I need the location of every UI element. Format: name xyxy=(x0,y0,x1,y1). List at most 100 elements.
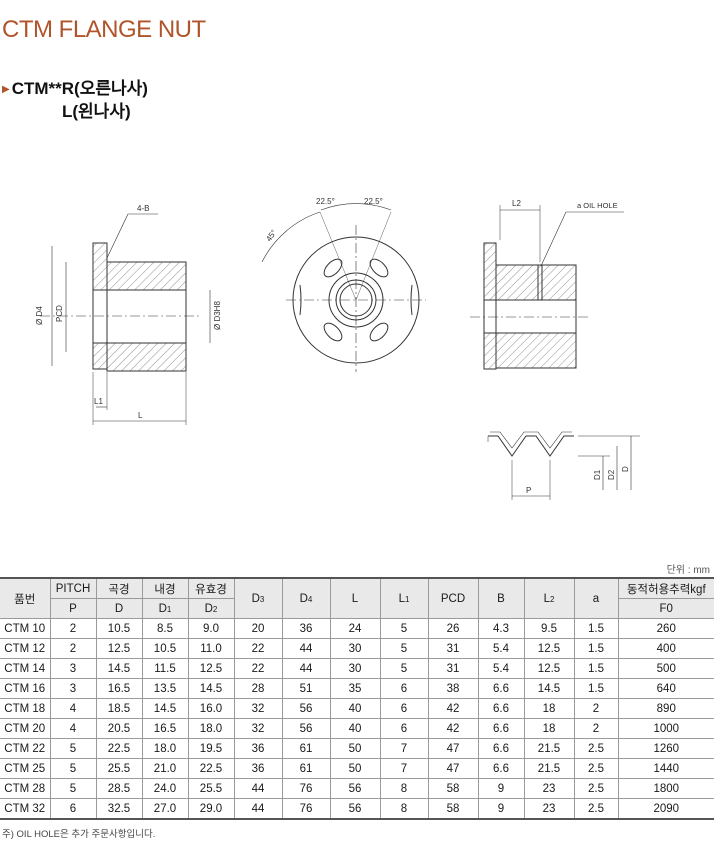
part-number-cell: CTM 20 xyxy=(0,718,51,739)
table-cell: 5 xyxy=(49,778,97,799)
subheader-cell: P xyxy=(50,598,97,619)
table-cell: 5.4 xyxy=(477,658,525,679)
subheader-cell: D2 xyxy=(187,598,235,619)
table-cell: 2.5 xyxy=(573,798,619,820)
table-cell: 22 xyxy=(233,638,283,659)
header-cell: D3 xyxy=(233,577,283,619)
table-cell: 18.0 xyxy=(187,718,235,739)
front-view xyxy=(261,203,426,372)
table-cell: 47 xyxy=(427,738,479,759)
table-cell: 18.0 xyxy=(141,738,189,759)
label-angle-22b: 22.5° xyxy=(364,197,383,206)
table-cell: 1000 xyxy=(617,718,714,739)
header-cell: D4 xyxy=(281,577,331,619)
table-cell: 22 xyxy=(233,658,283,679)
table-cell: 6.6 xyxy=(477,678,525,699)
table-cell: 24.0 xyxy=(141,778,189,799)
header-cell: 유효경 xyxy=(187,577,235,599)
table-cell: 31 xyxy=(427,658,479,679)
table-cell: 18 xyxy=(523,698,575,719)
table-cell: 44 xyxy=(233,778,283,799)
table-cell: 6.6 xyxy=(477,758,525,779)
table-cell: 25.5 xyxy=(95,758,143,779)
table-cell: 5 xyxy=(379,638,429,659)
table-cell: 5 xyxy=(49,758,97,779)
table-cell: 1.5 xyxy=(573,638,619,659)
table-cell: 640 xyxy=(617,678,714,699)
header-cell: PCD xyxy=(427,577,479,619)
unit-label: 단위 : mm xyxy=(666,565,710,576)
table-cell: 20 xyxy=(233,618,283,639)
table-cell: 21.0 xyxy=(141,758,189,779)
table-cell: 21.5 xyxy=(523,758,575,779)
table-cell: 12.5 xyxy=(95,638,143,659)
table-cell: 2 xyxy=(49,618,97,639)
table-cell: 2.5 xyxy=(573,778,619,799)
header-cell: B xyxy=(477,577,525,619)
table-cell: 2090 xyxy=(617,798,714,820)
footnote: 주) OIL HOLE은 추가 주문사항입니다. xyxy=(2,829,156,840)
table-cell: 61 xyxy=(281,758,331,779)
table-cell: 36 xyxy=(281,618,331,639)
table-cell: 20.5 xyxy=(95,718,143,739)
table-cell: 21.5 xyxy=(523,738,575,759)
table-cell: 18 xyxy=(523,718,575,739)
label-oil-hole: a OIL HOLE xyxy=(577,201,618,210)
table-cell: 58 xyxy=(427,798,479,820)
table-cell: 1.5 xyxy=(573,658,619,679)
table-cell: 30 xyxy=(329,638,381,659)
table-cell: 1440 xyxy=(617,758,714,779)
table-cell: 6.6 xyxy=(477,738,525,759)
table-cell: 56 xyxy=(329,778,381,799)
label-d1: D1 xyxy=(593,469,602,480)
header-cell: L2 xyxy=(523,577,575,619)
bullet-triangle-icon: ▶ xyxy=(2,84,10,95)
table-cell: 4 xyxy=(49,718,97,739)
table-cell: 9.5 xyxy=(523,618,575,639)
table-cell: 23 xyxy=(523,798,575,820)
table-cell: 9.0 xyxy=(187,618,235,639)
table-cell: 1260 xyxy=(617,738,714,759)
table-cell: 76 xyxy=(281,798,331,820)
table-cell: 10.5 xyxy=(141,638,189,659)
part-number-cell: CTM 22 xyxy=(0,738,51,759)
table-cell: 31 xyxy=(427,638,479,659)
header-cell: 품번 xyxy=(0,577,51,619)
table-cell: 32 xyxy=(233,718,283,739)
table-cell: 29.0 xyxy=(187,798,235,820)
part-number-cell: CTM 14 xyxy=(0,658,51,679)
table-cell: 44 xyxy=(233,798,283,820)
table-cell: 6 xyxy=(379,718,429,739)
header-cell: PITCH xyxy=(49,577,97,599)
table-cell: 9 xyxy=(477,778,525,799)
table-cell: 61 xyxy=(281,738,331,759)
table-cell: 18.5 xyxy=(95,698,143,719)
thread-profile xyxy=(487,431,640,500)
table-cell: 19.5 xyxy=(187,738,235,759)
label-p: P xyxy=(526,486,531,495)
table-cell: 50 xyxy=(329,758,381,779)
subheader-cell: D1 xyxy=(141,598,189,619)
label-d: D xyxy=(621,466,630,472)
table-cell: 2 xyxy=(573,718,619,739)
table-cell: 9 xyxy=(477,798,525,820)
subheader-cell: F0 xyxy=(617,598,714,619)
table-cell: 36 xyxy=(233,758,283,779)
table-cell: 28.5 xyxy=(95,778,143,799)
part-number-cell: CTM 25 xyxy=(0,758,51,779)
table-cell: 32.5 xyxy=(95,798,143,820)
table-cell: 23 xyxy=(523,778,575,799)
table-cell: 40 xyxy=(329,698,381,719)
label-d4: Ø D4 xyxy=(35,306,44,325)
table-cell: 6.6 xyxy=(477,718,525,739)
label-l: L xyxy=(138,411,143,420)
subtitle-left-thread: L(왼나사) xyxy=(62,102,131,121)
label-d3: Ø D3H8 xyxy=(213,301,222,330)
